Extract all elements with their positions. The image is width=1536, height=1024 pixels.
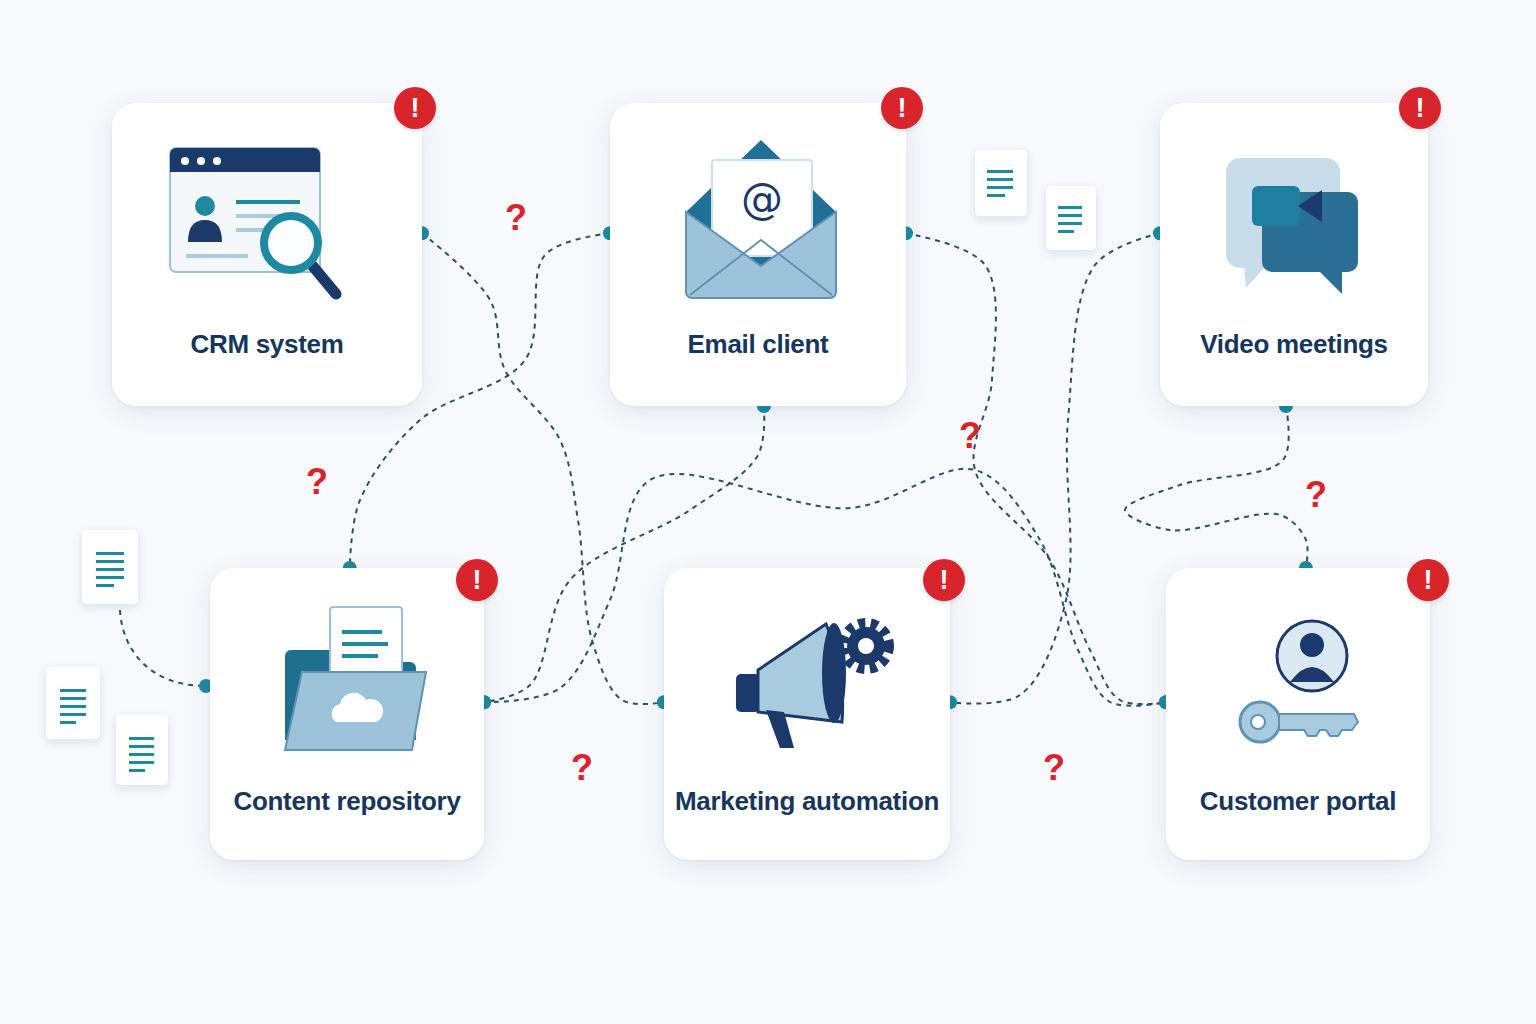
megaphone-icon: [736, 623, 889, 748]
question-mark: ?: [959, 416, 981, 456]
question-mark: ?: [1305, 475, 1327, 515]
app-name: Marketing automation: [664, 786, 950, 817]
portal-icon: [1240, 621, 1358, 742]
video-icon: [1226, 158, 1358, 294]
question-mark: ?: [505, 198, 527, 238]
email-icon: [686, 140, 836, 298]
app-name: CRM system: [112, 329, 422, 360]
app-box: Marketing automation: [664, 568, 950, 860]
app-box: Video meetings: [1160, 103, 1428, 406]
app-name: Email client: [610, 329, 906, 360]
question-mark: ?: [1043, 748, 1065, 788]
app-name: Customer portal: [1166, 786, 1430, 817]
app-name: Content repository: [210, 786, 484, 817]
app-name: Video meetings: [1160, 329, 1428, 360]
question-mark: ?: [571, 748, 593, 788]
dashed-connector: [1125, 406, 1308, 568]
leader-line: [120, 610, 206, 686]
app-box: Customer portal: [1166, 568, 1430, 860]
question-mark: ?: [306, 462, 328, 502]
folder-icon: [285, 607, 426, 750]
app-box: Email client: [610, 103, 906, 406]
dashed-connector: [950, 233, 1160, 703]
app-box: CRM system: [112, 103, 422, 406]
app-box: Content repository: [210, 568, 484, 860]
crm-icon: [170, 148, 336, 294]
